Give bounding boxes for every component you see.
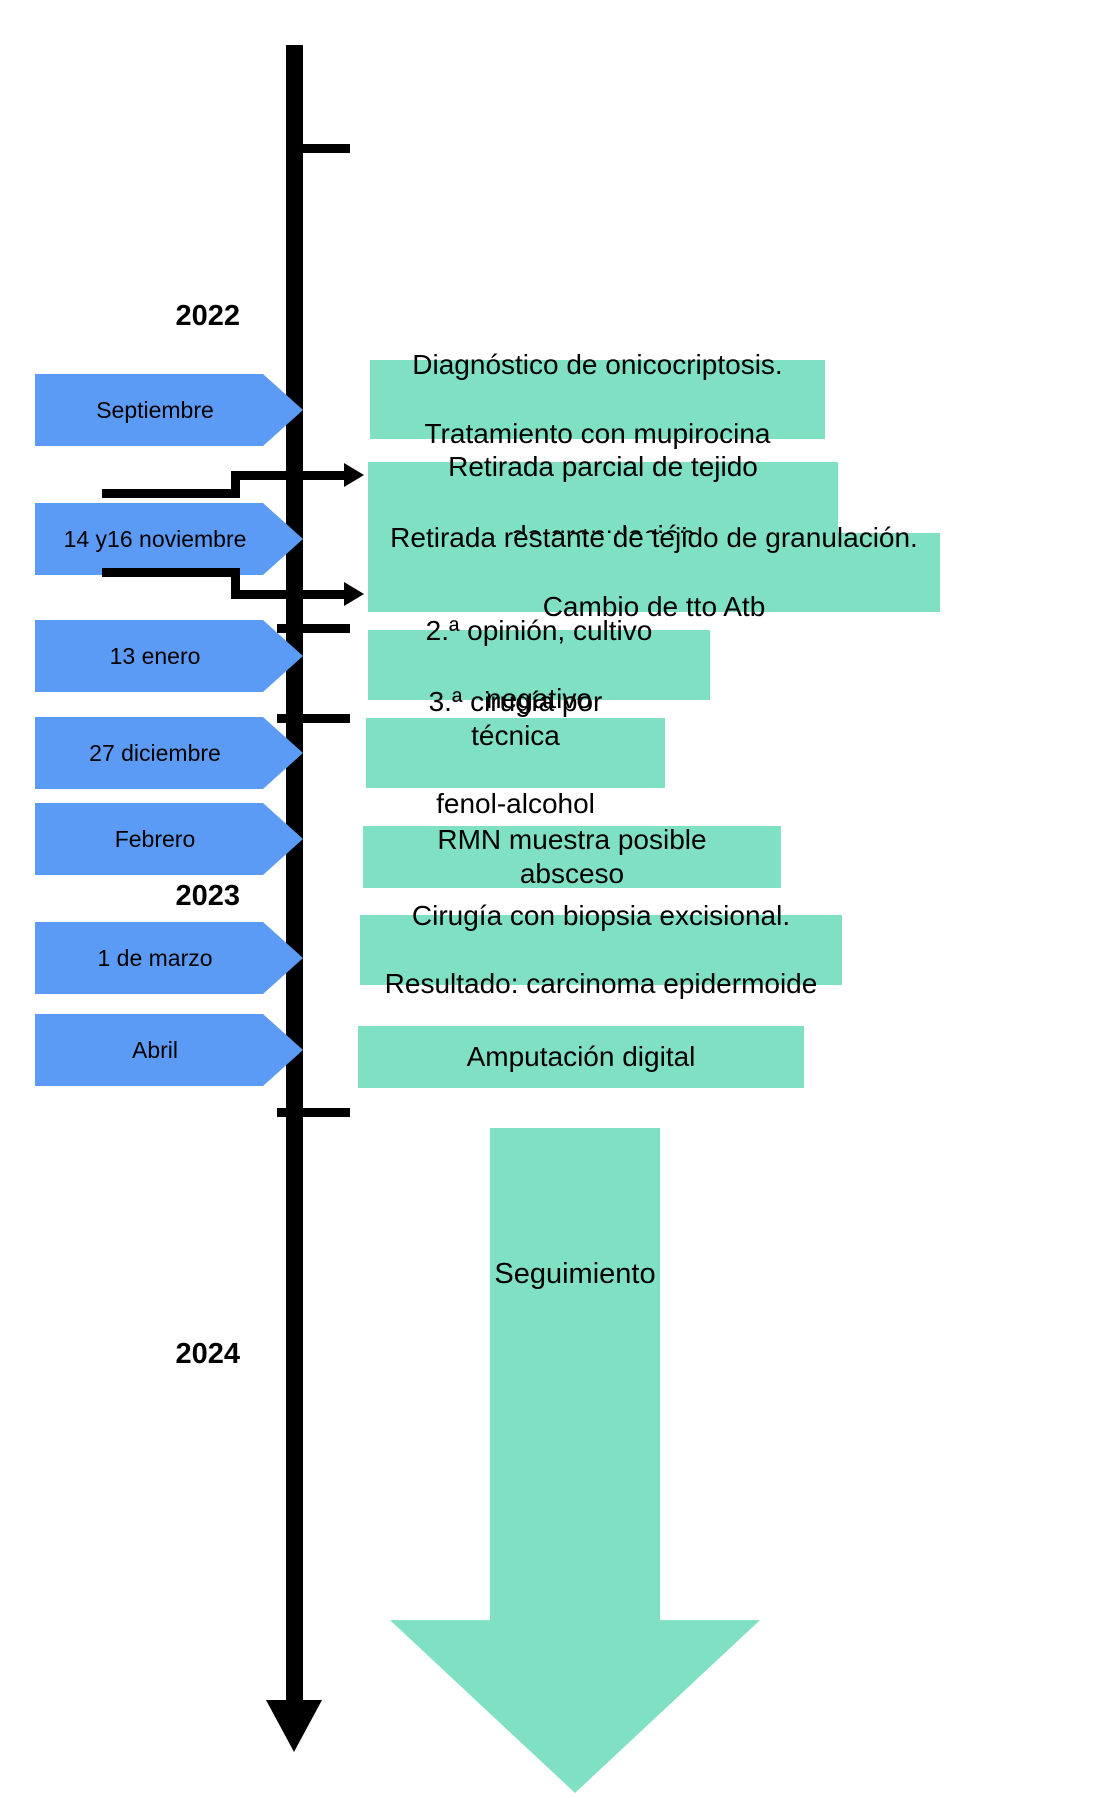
date-chevron-febrero[interactable]: Febrero xyxy=(35,803,303,875)
timeline-axis-line xyxy=(286,45,303,1705)
timeline-axis-arrowhead xyxy=(266,1700,322,1752)
followup-arrow[interactable] xyxy=(390,1128,760,1793)
event-line-1: Retirada parcial de tejido xyxy=(448,451,758,483)
event-line-2: Cambio de tto Atb xyxy=(542,590,766,622)
date-chevron-septiembre[interactable]: Septiembre xyxy=(35,374,303,446)
connector-noviembre-2-vertical xyxy=(231,568,240,598)
date-chevron-label: Febrero xyxy=(114,825,196,852)
date-chevron-label: 13 enero xyxy=(109,642,201,669)
date-chevron-diciembre[interactable]: 27 diciembre xyxy=(35,717,303,789)
event-box-diagnostico[interactable]: Diagnóstico de onicocriptosis. Tratamien… xyxy=(370,349,825,449)
connector-noviembre-1-horizontal-lower xyxy=(102,489,240,498)
event-line-1: 3.ª cirugía por técnica xyxy=(428,685,603,751)
connector-noviembre-1-arrowhead xyxy=(344,463,364,487)
date-chevron-label: 1 de marzo xyxy=(97,944,213,971)
event-line-1: 2.ª opinión, cultivo xyxy=(425,614,653,646)
timeline-tick-enero xyxy=(277,624,350,633)
event-line-1: Cirugía con biopsia excisional. xyxy=(411,899,791,931)
event-box-text: Amputación digital xyxy=(447,1040,716,1074)
event-line-2: fenol-alcohol xyxy=(436,788,595,820)
event-line-2: Resultado: carcinoma epidermoide xyxy=(384,968,818,1000)
date-chevron-noviembre[interactable]: 14 y16 noviembre xyxy=(35,503,303,575)
date-chevron-label: 27 diciembre xyxy=(89,739,221,766)
date-chevron-label: Septiembre xyxy=(96,396,214,423)
connector-noviembre-2-horizontal-lower xyxy=(231,590,346,599)
event-line-1: Retirada restante de tejido de granulaci… xyxy=(390,522,918,554)
event-line-2: Tratamiento con mupirocina xyxy=(424,417,771,449)
connector-noviembre-2-horizontal-upper xyxy=(102,568,240,577)
event-box-retirada-restante[interactable]: Retirada restante de tejido de granulaci… xyxy=(368,522,940,622)
event-box-text: RMN muestra posible absceso xyxy=(363,823,781,891)
event-box-retirada-parcial[interactable]: Retirada parcial de tejido de granulació… xyxy=(368,451,838,551)
event-box-tercera-cirugia[interactable]: 3.ª cirugía por técnica fenol-alcohol xyxy=(366,686,665,819)
event-box-amputacion[interactable]: Amputación digital xyxy=(358,1026,804,1088)
date-chevron-abril[interactable]: Abril xyxy=(35,1014,303,1086)
year-label-2023: 2023 xyxy=(175,880,240,912)
event-box-text: Retirada restante de tejido de granulaci… xyxy=(370,521,938,623)
event-box-text: 3.ª cirugía por técnica fenol-alcohol xyxy=(366,685,665,822)
event-box-text: Cirugía con biopsia excisional. Resultad… xyxy=(365,899,838,1001)
event-box-rmn-absceso[interactable]: RMN muestra posible absceso xyxy=(363,823,781,891)
event-line-1: Diagnóstico de onicocriptosis. xyxy=(412,349,783,381)
event-box-segunda-opinion[interactable]: 2.ª opinión, cultivo negativo xyxy=(368,615,710,714)
timeline-tick-diciembre xyxy=(277,714,350,723)
followup-arrow-label: Seguimiento xyxy=(494,1258,656,1290)
connector-noviembre-1-vertical xyxy=(231,471,240,498)
event-line-1: RMN muestra posible absceso xyxy=(437,823,707,889)
date-chevron-label: Abril xyxy=(131,1036,178,1063)
event-box-text: Diagnóstico de onicocriptosis. Tratamien… xyxy=(392,348,802,450)
event-box-text: 2.ª opinión, cultivo negativo xyxy=(406,614,673,716)
date-chevron-1-marzo[interactable]: 1 de marzo xyxy=(35,922,303,994)
connector-noviembre-2-arrowhead xyxy=(344,582,364,606)
year-label-2022: 2022 xyxy=(175,300,240,332)
timeline-tick-top xyxy=(286,144,350,153)
year-label-2024: 2024 xyxy=(175,1338,240,1370)
timeline-tick-bottom xyxy=(277,1108,350,1117)
date-chevron-label: 14 y16 noviembre xyxy=(63,525,247,552)
date-chevron-enero[interactable]: 13 enero xyxy=(35,620,303,692)
event-line-2: negativo xyxy=(486,683,592,715)
connector-noviembre-1-horizontal-upper xyxy=(231,471,346,480)
event-box-cirugia-biopsia[interactable]: Cirugía con biopsia excisional. Resultad… xyxy=(360,900,842,999)
event-line-1: Amputación digital xyxy=(466,1040,696,1072)
